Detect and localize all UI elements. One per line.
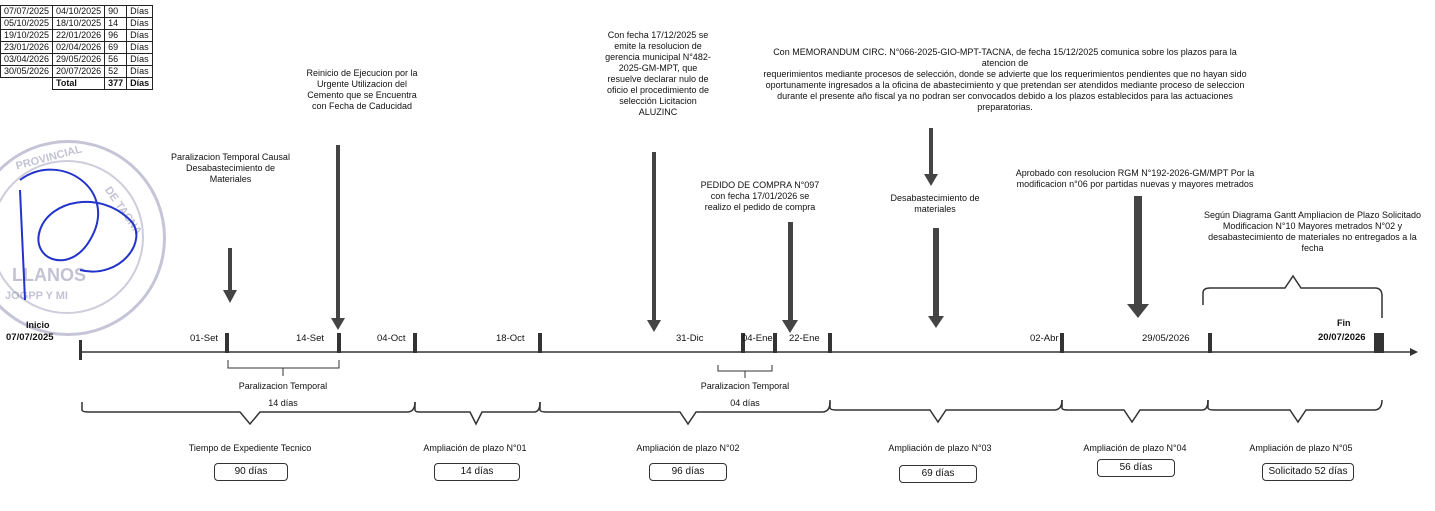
note-pedido-compra: PEDIDO DE COMPRA N°097 con fecha 17/01/2…	[700, 180, 820, 212]
period-value-box: Solicitado 52 días	[1262, 463, 1354, 481]
tick-label: 18-Oct	[496, 333, 525, 344]
signature-mark	[19, 168, 138, 301]
tick-label: 14-Set	[296, 333, 324, 344]
table-cell: 96	[104, 29, 128, 42]
note-resolucion: Con fecha 17/12/2025 se emite la resoluc…	[605, 30, 711, 117]
period-title: Ampliación de plazo N°03	[888, 443, 992, 453]
tick-label: 31-Dic	[676, 333, 704, 344]
note-aprobado: Aprobado con resolucion RGM N°192-2026-G…	[1015, 168, 1255, 189]
tick-label: 02-Abr	[1030, 333, 1059, 344]
period-value-box: 96 días	[649, 463, 727, 481]
tick-label: 01-Set	[190, 333, 218, 344]
note-desabastecimiento: Desabastecimiento de materiales	[890, 193, 980, 214]
start-label: Inicio	[26, 320, 50, 330]
period-title: Tiempo de Expediente Tecnico	[188, 443, 312, 453]
paralizacion-title: Paralizacion Temporal	[238, 381, 328, 391]
municipal-stamp-inner	[0, 160, 144, 314]
period-title: Ampliación de plazo N°01	[423, 443, 527, 453]
municipal-stamp	[0, 140, 166, 336]
start-date: 07/07/2025	[6, 332, 54, 343]
note-reinicio: Reinicio de Ejecucion por la Urgente Uti…	[306, 68, 418, 111]
tick-label: 04-Ene	[742, 333, 773, 344]
period-title: Ampliación de plazo N°02	[636, 443, 740, 453]
stamp-sub: JOGPP Y MI	[5, 290, 68, 302]
period-value-box: 56 días	[1097, 459, 1175, 477]
period-value-box: 90 días	[214, 463, 288, 481]
tick-label: 22-Ene	[789, 333, 820, 344]
end-label: Fin	[1337, 318, 1351, 328]
period-value-box: 69 días	[899, 465, 977, 483]
paralizacion-title: Paralizacion Temporal	[700, 381, 790, 391]
period-title: Ampliación de plazo N°05	[1249, 443, 1353, 453]
tick-label: 29/05/2026	[1142, 333, 1190, 344]
tick-label: 04-Oct	[377, 333, 406, 344]
table-cell: 52	[104, 65, 128, 78]
end-date: 20/07/2026	[1318, 332, 1366, 343]
paralizacion-days: 14 días	[268, 398, 298, 408]
note-paralizacion: Paralizacion Temporal Causal Desabasteci…	[171, 152, 290, 184]
note-memorandum: Con MEMORANDUM CIRC. N°066-2025-GIO-MPT-…	[763, 47, 1247, 112]
table-total-cell: 377	[104, 77, 128, 90]
period-title: Ampliación de plazo N°04	[1083, 443, 1187, 453]
note-solicitado: Según Diagrama Gantt Ampliacion de Plazo…	[1203, 210, 1422, 253]
table-total-cell: Días	[126, 77, 154, 90]
stamp-word: LLANOS	[12, 265, 86, 285]
period-value-box: 14 días	[434, 463, 520, 481]
paralizacion-days: 04 días	[730, 398, 760, 408]
